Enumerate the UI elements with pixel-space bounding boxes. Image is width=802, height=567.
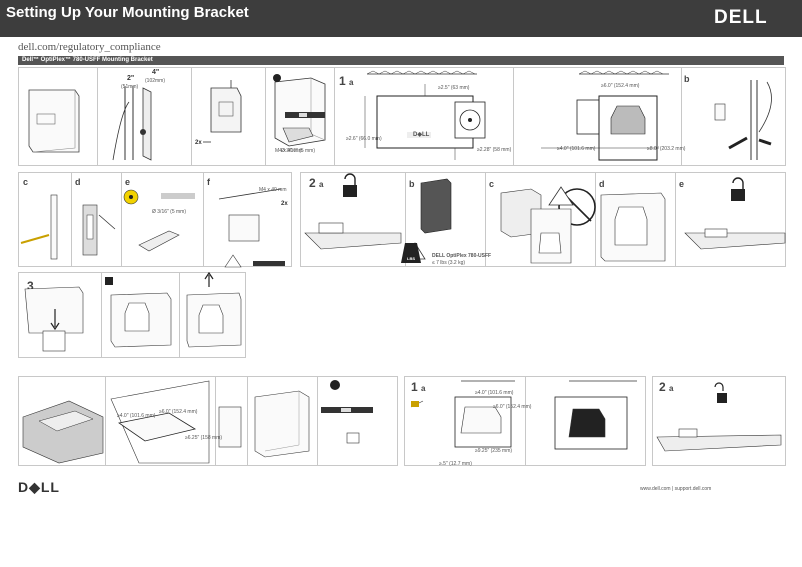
row4-step1-diagrams — [410, 380, 637, 450]
step1-mount-diagram — [541, 70, 669, 161]
row4-step2-diagram — [656, 382, 782, 452]
wall-stud-illustration — [112, 86, 152, 161]
step-3: 3 — [27, 279, 34, 293]
sub-b-label: b — [684, 74, 690, 84]
sub-d2-label: d — [599, 179, 605, 189]
row4-right-panel: 2 a — [652, 376, 786, 466]
wall-hands-illustration — [714, 80, 772, 160]
dim-row4-1: ≥4.0" (101.6 mm) — [117, 413, 156, 419]
row2-left-panel: c d e f Ø 3/16" (5 mm) M4 x 40 mm 2x — [18, 172, 292, 268]
dim-a6: ≥8.0" (203.2 mm) — [647, 146, 686, 152]
footer-dell-logo: D◆LL — [18, 479, 60, 495]
dim-row4-7: ≥.5" (12.7 mm) — [439, 461, 472, 467]
section-bar: Dell™ OptiPlex™ 780-USFF Mounting Bracke… — [18, 56, 784, 65]
screw-size-f: M4 x 40 mm — [259, 187, 287, 193]
dim-row4-6: ≥9.25" (235 mm) — [475, 448, 513, 454]
dim-a1: ≥2.5" (63 mm) — [438, 85, 470, 91]
step-1-row4: 1 a — [411, 380, 426, 394]
sub-c-label: c — [23, 177, 29, 187]
sub-c2-label: c — [489, 179, 495, 189]
regulatory-url[interactable]: dell.com/regulatory_compliance — [18, 41, 161, 53]
sub-f-label: f — [207, 177, 210, 187]
weight-line2: ≤ 7 lbs (3.2 kg) — [432, 260, 466, 266]
row4-illustrations — [22, 380, 373, 464]
dim-102mm: (102mm) — [145, 78, 166, 84]
sub-e2-label: e — [679, 179, 685, 189]
dim-a5: ≥6.0" (152.4 mm) — [601, 83, 640, 89]
step2-illustrations — [304, 173, 786, 264]
step1a-diagram — [364, 70, 486, 160]
step3-illustrations — [24, 271, 242, 352]
row2-right-panel: 2 a b c d e DELL OptiPlex 780-USFF ≤ 7 l… — [300, 172, 786, 267]
step-1: 1 a — [339, 74, 354, 88]
row4-left-panel: ≥4.0" (101.6 mm) ≥6.0" (152.4 mm) ≥6.25"… — [18, 376, 398, 466]
dim-51mm: (51mm) — [121, 84, 139, 90]
section-title: Dell™ OptiPlex™ 780-USFF Mounting Bracke… — [22, 57, 153, 63]
dim-row4-3: ≥6.25" (158 mm) — [185, 435, 223, 441]
dim-2in: 2" — [127, 75, 135, 82]
drill-bit-size: Ø 3/16" (5 mm) — [281, 148, 316, 154]
stud-finder-illustration — [20, 188, 285, 268]
step-2: 2 a — [309, 176, 324, 190]
step-2-row4: 2 a — [659, 380, 674, 394]
computer-illustration — [28, 89, 80, 153]
screw-size: M4 x 40 mm — [275, 148, 303, 154]
sub-b2-label: b — [409, 179, 415, 189]
dell-logo: DELL — [714, 7, 768, 28]
page-title: Setting Up Your Mounting Bracket — [6, 4, 249, 21]
dim-a3: ≥2.28" (58 mm) — [477, 147, 512, 153]
dim-row4-5: ≥6.0" (152.4 mm) — [493, 404, 532, 410]
screw-count-f: 2x — [281, 201, 288, 207]
bracket-illustration — [203, 80, 242, 143]
sub-e-label: e — [125, 177, 131, 187]
sub-d-label: d — [75, 177, 81, 187]
dim-a4: ≥4.0" (101.6 mm) — [557, 146, 596, 152]
header-bar: Setting Up Your Mounting Bracket DELL — [0, 0, 802, 37]
dim-4in: 4" — [152, 69, 160, 76]
row1-panel: 2" (51mm) 4" (102mm) 2x M4 x 40 mm Ø 3/1… — [18, 67, 786, 166]
badge-dell: D◆LL — [413, 132, 430, 138]
dim-row4-2: ≥6.0" (152.4 mm) — [159, 409, 198, 415]
row4-mid-panel: 1 a ≥4.0" (101.6 mm) ≥6.0" (152.4 mm) ≥9… — [404, 376, 646, 467]
drill-bit-size-e: Ø 3/16" (5 mm) — [152, 209, 187, 215]
footer-url[interactable]: www.dell.com | support.dell.com — [640, 486, 712, 492]
row3-panel: 3 — [18, 271, 246, 358]
tools-illustration — [273, 74, 325, 143]
dim-a2: ≥2.6" (66.0 mm) — [346, 136, 382, 142]
weight-line1: DELL OptiPlex 780-USFF — [432, 253, 492, 259]
dim-row4-4: ≥4.0" (101.6 mm) — [475, 390, 514, 396]
screw-count: 2x — [195, 140, 202, 146]
weight-icon: LBS — [407, 256, 415, 261]
